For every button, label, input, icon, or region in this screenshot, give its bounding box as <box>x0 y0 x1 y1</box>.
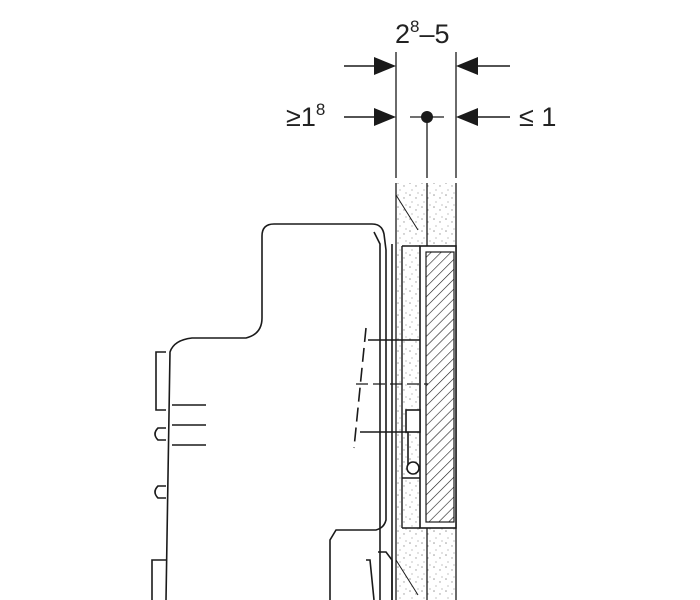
top-right-arrowhead <box>456 57 478 75</box>
mid-left-arrowhead <box>374 108 396 126</box>
actuator-plate <box>401 245 457 529</box>
mid-right-arrowhead <box>456 108 478 126</box>
cistern-frame <box>151 223 393 600</box>
dimension-top-label: 28–5 <box>395 17 450 49</box>
actuator-mechanism <box>353 327 428 479</box>
dimension-left-label: ≥18 <box>286 100 325 132</box>
dimension-right-label: ≤ 1 <box>519 102 556 132</box>
top-left-arrowhead <box>374 57 396 75</box>
extension-lines <box>395 52 457 178</box>
dimension-arrows <box>344 57 510 126</box>
